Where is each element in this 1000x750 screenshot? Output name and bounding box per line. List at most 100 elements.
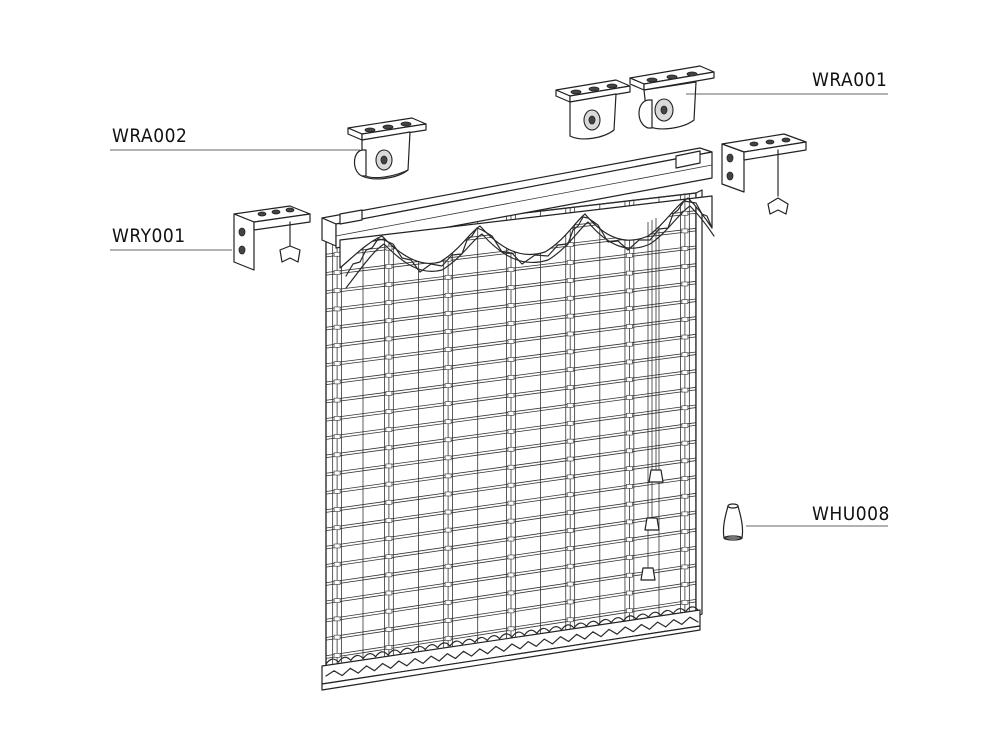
weave-knot <box>333 270 341 275</box>
wra002-hole <box>400 121 412 127</box>
weave-knot <box>444 509 452 515</box>
weave-knot <box>681 529 689 534</box>
weave-knot <box>681 511 689 517</box>
weave-knot <box>385 463 393 469</box>
weave-knot <box>626 537 633 542</box>
weave-knot <box>566 492 574 498</box>
weave-knot <box>681 599 689 605</box>
valance-zigzag-trim <box>345 200 713 277</box>
wra001a-hole <box>570 89 582 95</box>
bottom-scallop-trim <box>325 606 699 665</box>
weave-knot <box>507 375 515 380</box>
weave-knot <box>507 357 515 362</box>
wry001-bracket <box>233 205 311 271</box>
wry001-side-flange <box>233 213 255 271</box>
weave-knot <box>385 518 393 523</box>
wra002-hole <box>364 127 376 133</box>
weave-knot <box>444 491 452 497</box>
wra001b-hole <box>686 71 698 77</box>
wra002-axle <box>380 155 388 165</box>
weave-knot <box>507 626 515 632</box>
weave-knot <box>566 528 574 533</box>
weave-knot <box>444 274 452 280</box>
weave-knot <box>566 313 574 319</box>
weave-knot <box>333 397 341 403</box>
weave-knot <box>566 599 574 605</box>
weave-knot <box>333 470 341 476</box>
weave-knot <box>385 554 393 560</box>
label-wry001: WRY001 <box>112 225 186 247</box>
right-l-bracket <box>721 133 807 215</box>
head-rail-groove <box>335 164 713 237</box>
weave-knot <box>444 455 452 461</box>
wra002-base-edge <box>365 169 409 179</box>
weave-knot <box>626 466 633 471</box>
weave-knot <box>444 636 452 641</box>
weave-knot <box>681 281 689 287</box>
weave-knot <box>507 285 515 290</box>
weave-knot <box>681 263 689 269</box>
weave-knot <box>385 263 393 269</box>
callout-leaders <box>110 93 888 527</box>
weave-knot <box>385 445 393 451</box>
weave-knot <box>507 482 515 488</box>
weave-knot <box>681 405 689 411</box>
weave-knot <box>681 334 689 340</box>
wra001a-hole <box>588 86 600 92</box>
weave-knot <box>626 270 633 276</box>
wra001a-plate-front <box>569 85 631 103</box>
weave-knot <box>566 260 574 265</box>
weave-knot <box>626 377 633 383</box>
wra002-side-lobe <box>353 149 367 177</box>
weave-knot <box>626 572 633 578</box>
weave-knot <box>507 428 515 434</box>
weave-knot <box>333 653 341 658</box>
valance-lower-edge <box>345 205 715 289</box>
weave-knot <box>507 411 515 416</box>
scalloped-valance <box>339 195 715 289</box>
weave-knot <box>333 343 341 348</box>
weave-knot <box>566 617 574 623</box>
label-wra002: WRA002 <box>112 125 187 147</box>
wra002-hole <box>382 124 394 130</box>
weave-knot <box>626 501 633 507</box>
right-bracket-hole <box>781 137 791 143</box>
weave-knot <box>681 387 689 393</box>
weave-knot <box>566 385 574 390</box>
weave-knot <box>507 393 515 398</box>
whu008-weight <box>722 503 744 541</box>
right-bracket-hole <box>726 171 734 181</box>
head-rail-front <box>335 151 713 249</box>
weave-knot <box>507 464 515 470</box>
weave-knot <box>333 324 341 330</box>
wry001-hole <box>271 209 281 215</box>
weave-knot <box>626 555 633 560</box>
weave-knot <box>385 427 393 432</box>
wra001a-axle <box>588 115 596 125</box>
wra001b-side-lobe <box>638 99 653 129</box>
weave-knot <box>681 546 689 552</box>
bottom-zigzag-trim <box>325 616 699 677</box>
weave-knot <box>333 634 341 640</box>
weave-knot <box>507 536 515 542</box>
right-bracket-hole <box>726 153 734 163</box>
weave-knot <box>566 403 574 408</box>
weave-knot <box>507 572 515 578</box>
weave-knot <box>444 401 452 406</box>
weave-knot <box>681 423 689 428</box>
right-bracket-wing-nut <box>767 197 789 215</box>
wry001-top-front <box>253 213 311 231</box>
weave-knot <box>681 582 689 587</box>
wra001b-hole <box>666 74 678 80</box>
label-wra001: WRA001 <box>812 69 887 91</box>
weave-knot <box>626 359 633 365</box>
weave-knot <box>626 412 633 418</box>
right-bracket-side-flange <box>721 143 745 193</box>
weave-knot <box>444 437 452 443</box>
weave-knot <box>626 590 633 596</box>
valance-fabric <box>339 195 713 269</box>
cord-weight-3 <box>648 469 664 483</box>
weave-knot <box>626 253 633 258</box>
weave-knot <box>626 341 633 347</box>
